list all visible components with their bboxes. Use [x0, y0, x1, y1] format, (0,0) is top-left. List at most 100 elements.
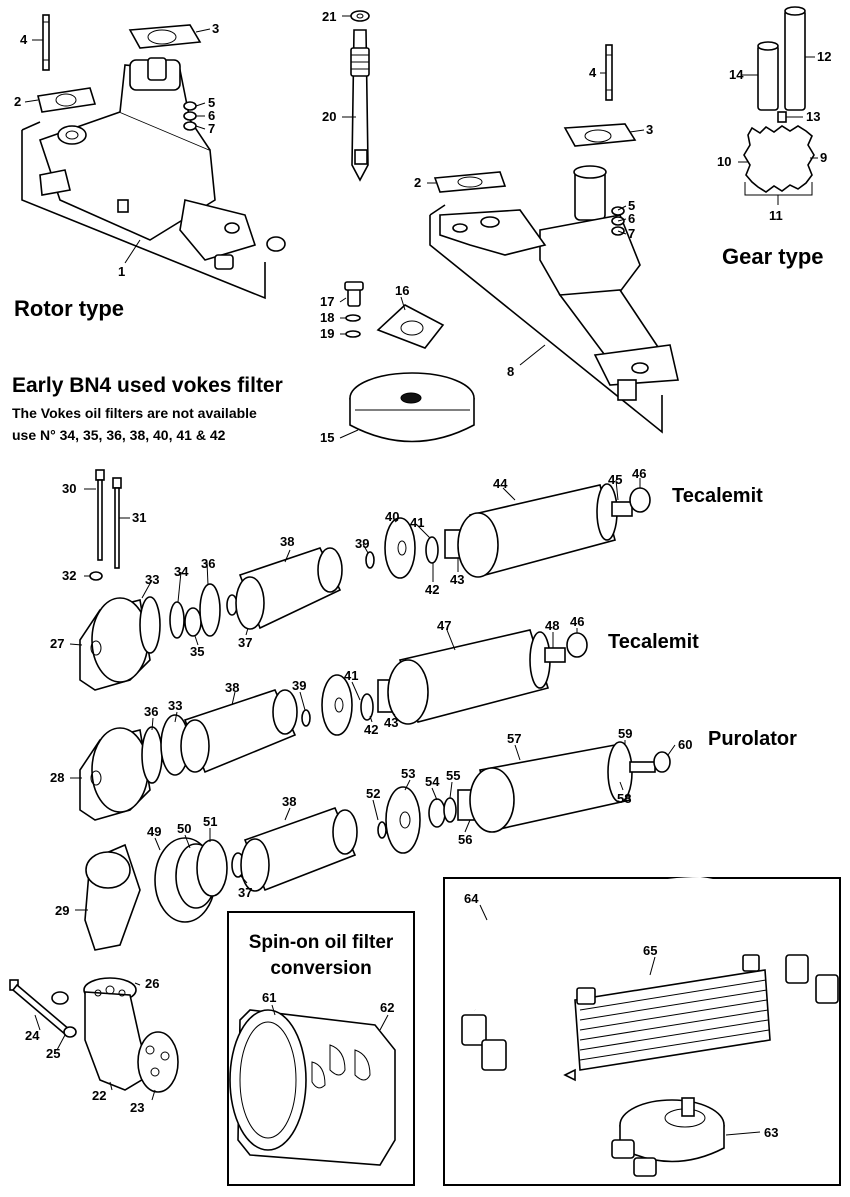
part-label: 12 — [817, 49, 831, 64]
part-label: 4 — [589, 65, 597, 80]
part-label: 60 — [678, 737, 692, 752]
part-label: 56 — [458, 832, 472, 847]
gear-type-components — [743, 6, 815, 205]
purolator-assembly — [84, 741, 671, 951]
part-label: 59 — [618, 726, 632, 741]
part-label: 37 — [238, 885, 252, 900]
vokes-note-line-2: use N° 34, 35, 36, 38, 40, 41 & 42 — [12, 427, 226, 443]
part-label: 38 — [280, 534, 294, 549]
part-label: 46 — [632, 466, 646, 481]
part-label: 38 — [282, 794, 296, 809]
part-label: 47 — [437, 618, 451, 633]
oil-cooler-assembly — [459, 876, 839, 1177]
tecalemit-assembly-2 — [79, 629, 588, 821]
part-label: 15 — [320, 430, 334, 445]
part-label: 19 — [320, 326, 334, 341]
part-label: 2 — [14, 94, 21, 109]
part-label: 34 — [174, 564, 189, 579]
part-label: 20 — [322, 109, 336, 124]
part-label: 1 — [118, 264, 125, 279]
part-label: 55 — [446, 768, 460, 783]
heading-spin-on-line-1: Spin-on oil filter — [249, 932, 394, 953]
part-label: 31 — [132, 510, 146, 525]
part-label: 6 — [628, 211, 635, 226]
part-label: 61 — [262, 990, 276, 1005]
part-label: 52 — [366, 786, 380, 801]
part-label: 28 — [50, 770, 64, 785]
part-label: 29 — [55, 903, 69, 918]
heading-spin-on-line-2: conversion — [270, 958, 371, 979]
part-label: 5 — [208, 95, 215, 110]
part-label: 51 — [203, 814, 217, 829]
spin-on-filter — [229, 1009, 396, 1166]
part-label: 23 — [130, 1100, 144, 1115]
part-label: 40 — [385, 509, 399, 524]
part-label: 37 — [238, 635, 252, 650]
part-label: 42 — [364, 722, 378, 737]
part-label: 43 — [384, 715, 398, 730]
rotor-type-pump — [21, 14, 286, 300]
part-label: 33 — [145, 572, 159, 587]
vokes-note-line-1: The Vokes oil filters are not available — [12, 405, 257, 421]
part-label: 18 — [320, 310, 334, 325]
heading-purolator: Purolator — [708, 728, 797, 750]
heading-gear-type: Gear type — [722, 244, 824, 269]
part-label: 6 — [208, 108, 215, 123]
part-label: 3 — [646, 122, 653, 137]
heading-tecalemit-2: Tecalemit — [608, 631, 699, 653]
part-label: 4 — [20, 32, 28, 47]
part-label: 7 — [628, 226, 635, 241]
part-label: 13 — [806, 109, 820, 124]
part-label: 32 — [62, 568, 76, 583]
part-label: 48 — [545, 618, 559, 633]
part-label: 58 — [617, 791, 631, 806]
part-label: 50 — [177, 821, 191, 836]
part-label: 46 — [570, 614, 584, 629]
part-label: 8 — [507, 364, 514, 379]
part-label: 3 — [212, 21, 219, 36]
part-label: 36 — [144, 704, 158, 719]
tecalemit-assembly-1 — [79, 483, 651, 691]
part-label: 10 — [717, 154, 731, 169]
part-label: 64 — [464, 891, 479, 906]
oil-cooler-box — [443, 877, 841, 1186]
part-label: 5 — [628, 198, 635, 213]
part-label: 53 — [401, 766, 415, 781]
part-label: 11 — [769, 208, 783, 223]
part-label: 49 — [147, 824, 161, 839]
part-label: 33 — [168, 698, 182, 713]
part-label: 39 — [292, 678, 306, 693]
spin-on-box — [227, 911, 415, 1186]
filter-adaptor-parts — [9, 977, 179, 1093]
gear-type-pump — [429, 44, 679, 434]
filter-bolts — [89, 469, 122, 581]
vokes-filter-parts — [344, 281, 475, 443]
part-label: 27 — [50, 636, 64, 651]
part-label: 16 — [395, 283, 409, 298]
part-label: 42 — [425, 582, 439, 597]
part-label: 24 — [25, 1028, 40, 1043]
part-label: 45 — [608, 472, 622, 487]
part-label: 21 — [322, 9, 336, 24]
part-label: 43 — [450, 572, 464, 587]
part-label: 9 — [820, 150, 827, 165]
part-label: 65 — [643, 943, 657, 958]
part-label: 62 — [380, 1000, 394, 1015]
part-label: 35 — [190, 644, 204, 659]
part-label: 7 — [208, 121, 215, 136]
part-label: 63 — [764, 1125, 778, 1140]
part-label: 26 — [145, 976, 159, 991]
drive-shaft — [350, 10, 370, 182]
part-label: 57 — [507, 731, 521, 746]
part-label: 54 — [425, 774, 440, 789]
part-label: 22 — [92, 1088, 106, 1103]
part-label: 44 — [493, 476, 508, 491]
part-label: 14 — [729, 67, 744, 82]
part-label: 2 — [414, 175, 421, 190]
part-label: 30 — [62, 481, 76, 496]
heading-rotor-type: Rotor type — [14, 296, 124, 321]
part-label: 39 — [355, 536, 369, 551]
heading-tecalemit-1: Tecalemit — [672, 485, 763, 507]
part-label: 36 — [201, 556, 215, 571]
